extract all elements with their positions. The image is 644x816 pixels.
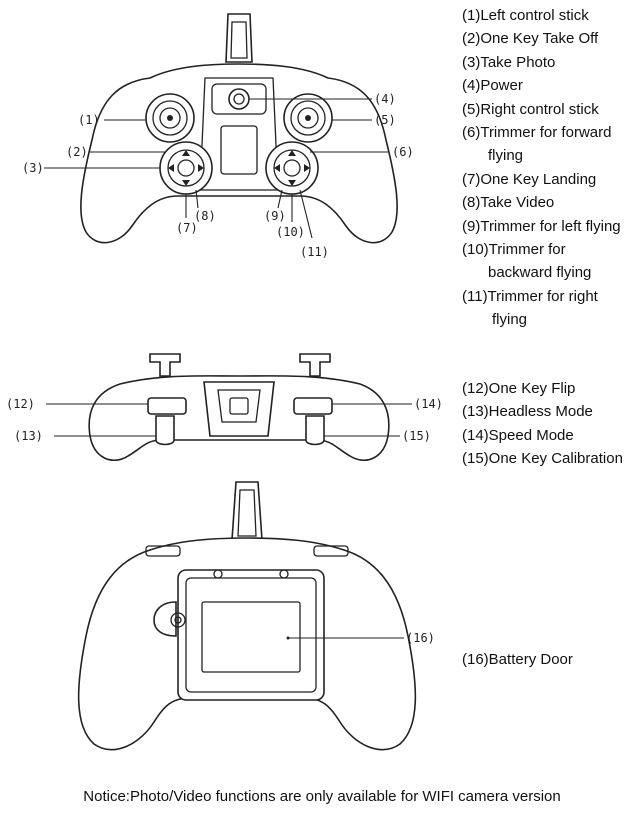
headless-mode-trigger-icon [155, 415, 175, 446]
legend-item-10-cont: backward flying [488, 264, 592, 282]
legend-item-12: (12)One Key Flip [462, 380, 576, 397]
right-stick-top-icon [299, 353, 331, 377]
battery-door-latch-icon [153, 601, 177, 637]
legend-item-6-cont: flying [488, 147, 524, 165]
front-view-figure: (1) (2) (3) (4) (5) (6) (7) (8) (9) (10)… [0, 0, 460, 340]
callout-6: (6) [392, 145, 414, 159]
notice-text: Notice:Photo/Video functions are only av… [83, 788, 561, 805]
callout-4: (4) [374, 92, 396, 106]
legend-item-14: (14)Speed Mode [462, 426, 574, 444]
callout-2: (2) [66, 145, 88, 159]
legend-item-15: (15)One Key Calibration [462, 450, 623, 468]
back-view-figure: (16) [0, 476, 460, 776]
legend-item-3: (3)Take Photo [462, 53, 556, 71]
legend-item-9: (9)Trimmer for left flying [462, 217, 621, 235]
callout-7: (7) [176, 221, 198, 235]
left-stick-top-icon [149, 353, 181, 377]
legend-item-13: (13)Headless Mode [462, 403, 593, 421]
callout-10: (10) [276, 225, 305, 239]
callout-13: (13) [14, 429, 43, 443]
callout-15: (15) [402, 429, 431, 443]
legend-item-5: (5)Right control stick [462, 100, 599, 118]
callout-1: (1) [78, 113, 100, 127]
legend-item-10: (10)Trimmer for [462, 241, 566, 259]
shoulder-view-figure: (12) (13) (14) (15) [0, 340, 460, 470]
legend-item-4: (4)Power [462, 77, 523, 95]
callout-8: (8) [194, 209, 216, 223]
callout-9: (9) [264, 209, 286, 223]
callout-5: (5) [374, 113, 396, 127]
back-antenna-icon [231, 481, 263, 541]
legend-item-16: (16)Battery Door [462, 651, 573, 668]
power-button-icon [228, 88, 250, 110]
calibration-trigger-icon [305, 415, 325, 446]
callout-12: (12) [6, 397, 35, 411]
speed-mode-button-icon [293, 397, 333, 415]
callout-14: (14) [414, 397, 443, 411]
front-view-legend: (1)Left control stick (2)One Key Take Of… [462, 4, 644, 332]
legend-item-11-cont: flying [492, 311, 528, 329]
callout-11: (11) [300, 245, 329, 259]
shoulder-view-legend: (12)One Key Flip (13)Headless Mode (14)S… [462, 377, 644, 471]
legend-item-11: (11)Trimmer for right [462, 287, 598, 305]
one-key-flip-button-icon [147, 397, 187, 415]
legend-item-8: (8)Take Video [462, 194, 555, 212]
center-display-panel [220, 125, 258, 175]
callout-16: (16) [406, 631, 435, 645]
legend-item-7: (7)One Key Landing [462, 170, 597, 188]
back-view-legend: (16)Battery Door [462, 648, 644, 671]
battery-door-icon [177, 569, 325, 701]
legend-item-2: (2)One Key Take Off [462, 30, 599, 48]
antenna-icon [225, 13, 253, 63]
legend-item-1: (1)Left control stick [462, 7, 589, 24]
center-module-icon [217, 389, 261, 423]
callout-3: (3) [22, 161, 44, 175]
legend-item-6: (6)Trimmer for forward [462, 124, 612, 142]
